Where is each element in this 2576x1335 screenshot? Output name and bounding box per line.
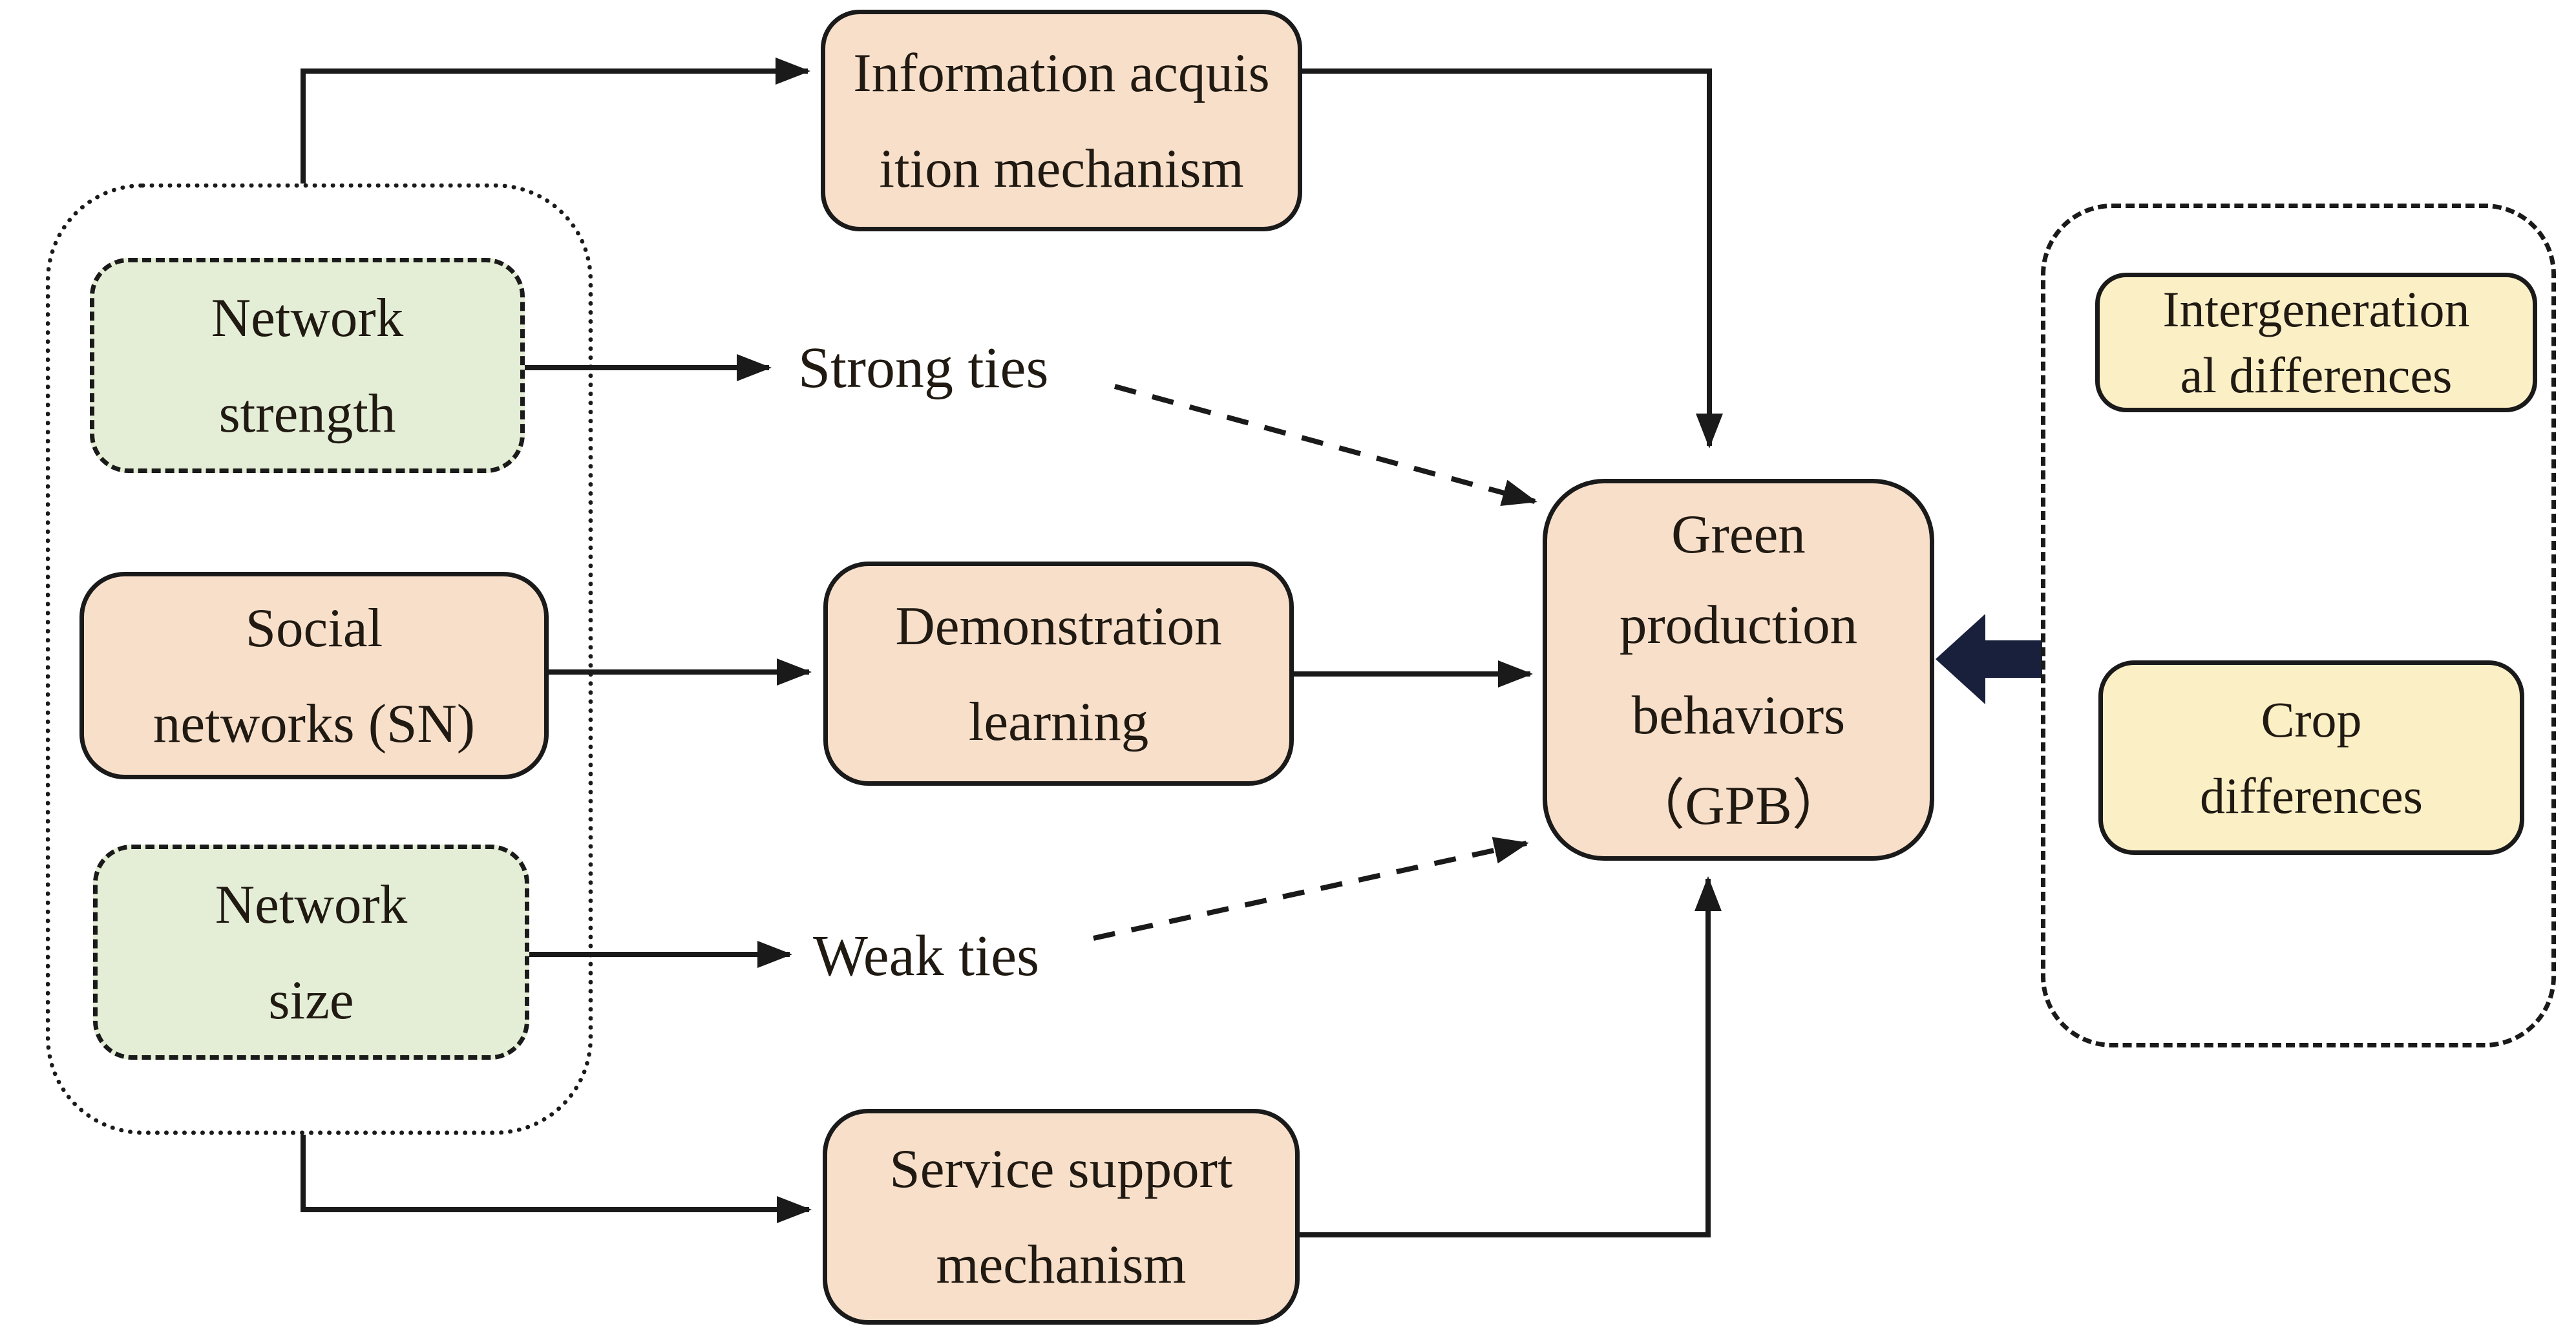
node-demonstration-learning: Demonstration learning [823, 562, 1294, 786]
node-network-strength: Network strength [90, 258, 525, 473]
node-social-networks: Social networks (SN) [79, 572, 549, 779]
arrow-info-acquisition-to-gpb [1302, 68, 1723, 448]
label-weak-ties: Weak ties [813, 924, 1040, 988]
arrow-weak-ties-to-gpb-dashed [1093, 837, 1529, 941]
arrow-service-support-to-gpb [1300, 876, 1722, 1237]
node-service-support-mechanism: Service support mechanism [823, 1109, 1300, 1325]
node-green-production-behaviors: Green production behaviors （GPB） [1543, 479, 1934, 861]
arrow-group-to-service-support [301, 1135, 812, 1223]
node-crop-differences: Crop differences [2098, 660, 2524, 855]
node-intergenerational-differences: Intergeneration al differences [2095, 273, 2537, 412]
node-information-acquisition-mechanism: Information acquis ition mechanism [821, 10, 1302, 231]
arrow-strong-ties-to-gpb-dashed [1114, 384, 1537, 507]
moderation-block-arrow [1936, 614, 2042, 704]
label-strong-ties: Strong ties [798, 336, 1049, 400]
arrow-group-to-info-acquisition [301, 58, 810, 184]
social-networks-group-container [46, 184, 593, 1135]
moderators-group-container [2041, 204, 2556, 1047]
node-network-size: Network size [93, 845, 529, 1060]
